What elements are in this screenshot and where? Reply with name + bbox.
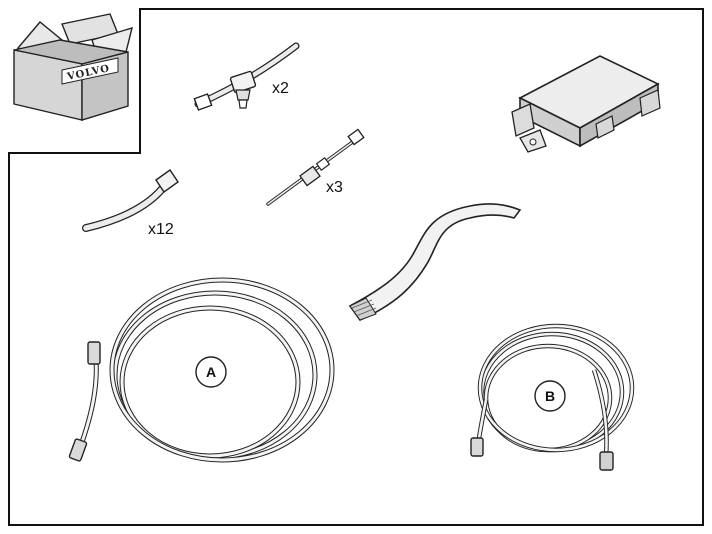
cable-b-callout: B bbox=[534, 380, 566, 412]
box-icon: VOLVO bbox=[13, 13, 133, 121]
small-tie-part-icon bbox=[266, 128, 365, 206]
cable-tie-part-icon bbox=[82, 169, 179, 232]
cable-a-icon bbox=[68, 277, 335, 463]
adhesive-strip-icon bbox=[348, 203, 522, 321]
cable-b-icon bbox=[470, 323, 635, 471]
cable-a-label: A bbox=[206, 364, 216, 380]
clip-part-icon bbox=[193, 42, 300, 111]
cable-tie-quantity-label: x12 bbox=[148, 221, 174, 238]
illustration-frame bbox=[8, 8, 704, 526]
small-tie-quantity-label: x3 bbox=[326, 179, 343, 196]
cable-a-callout: A bbox=[195, 356, 227, 388]
clip-quantity-label: x2 bbox=[272, 80, 289, 97]
control-module-icon bbox=[511, 55, 661, 153]
cable-b-label: B bbox=[545, 388, 555, 404]
